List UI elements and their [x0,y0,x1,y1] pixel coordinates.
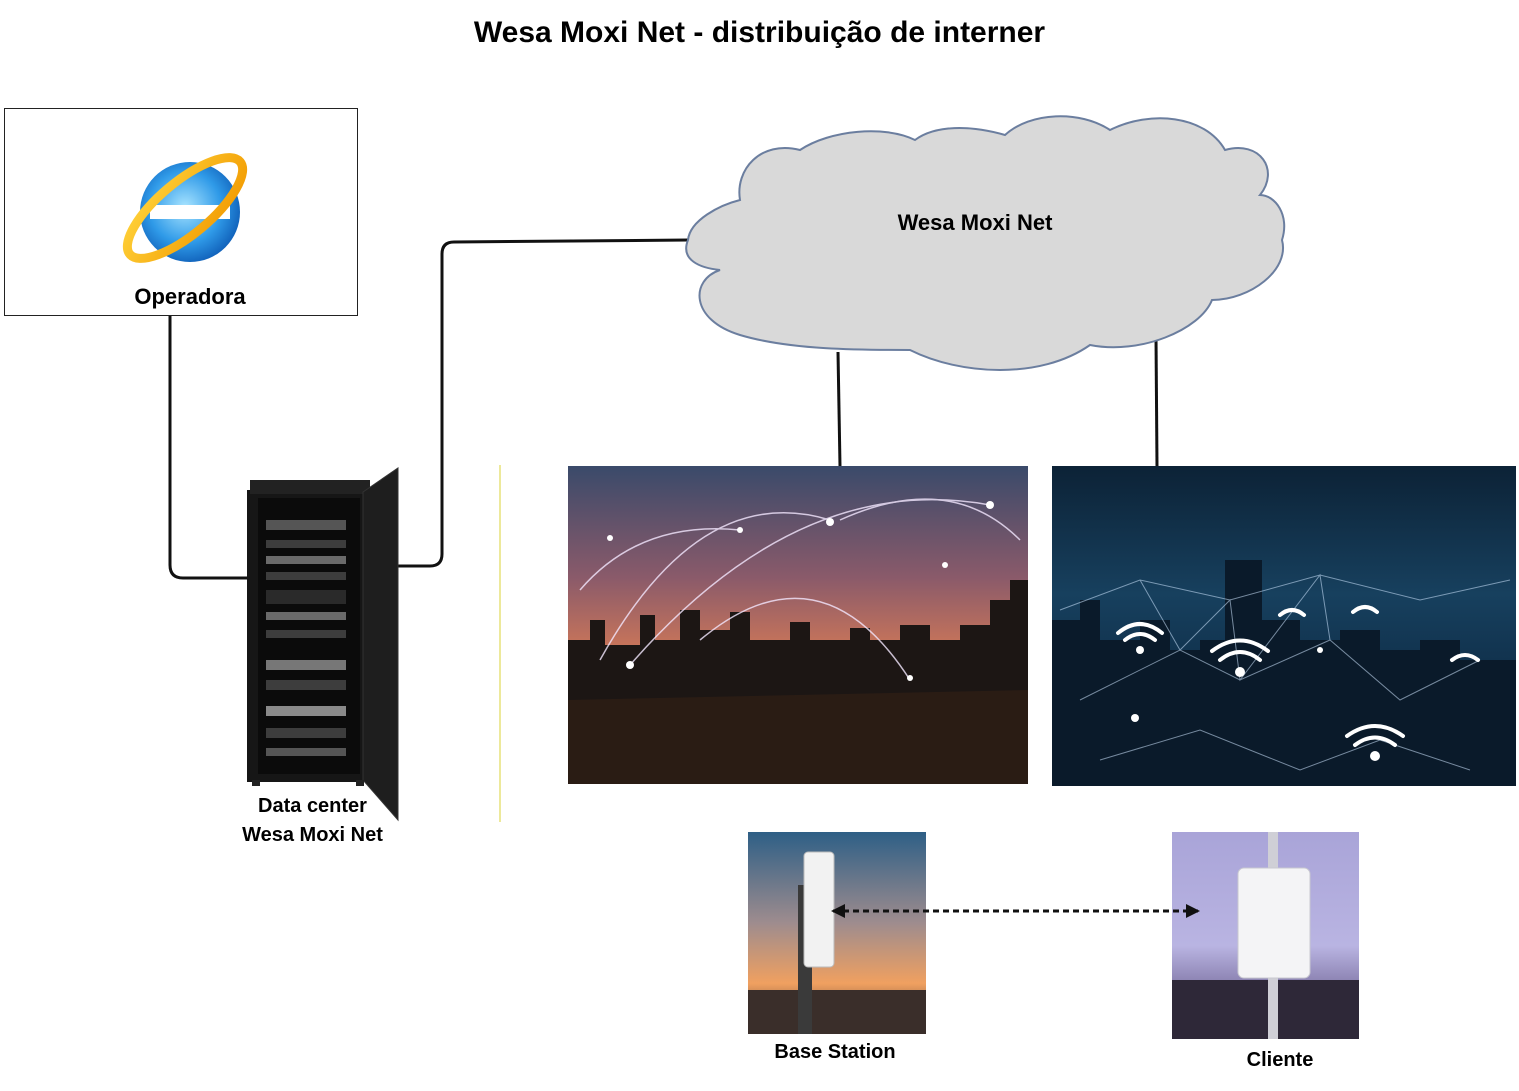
city-wifi-night-photo [1052,466,1516,786]
link-cloud-city-sunset [836,351,842,467]
link-cloud-city-wifi [1154,336,1159,467]
link-datacenter-cloud [398,238,689,568]
browser-globe-icon [122,153,248,263]
datacenter-label-line2: Wesa Moxi Net [242,824,383,846]
cloud-icon [685,115,1286,371]
datacenter-label-line1: Data center [258,795,367,817]
cloud-label: Wesa Moxi Net [897,210,1053,235]
page-title: Wesa Moxi Net - distribuição de interner [473,16,1046,49]
datacenter-label: Data center Wesa Moxi Net [200,792,425,850]
city-network-sunset-photo [568,466,1028,784]
cliente-label: Cliente [1246,1049,1314,1071]
server-rack-icon [247,467,399,822]
radio-antenna-icon [1172,832,1359,1039]
radio-antenna-icon [748,832,926,1034]
operadora-label: Operadora [134,284,246,309]
base-station-label: Base Station [774,1041,896,1063]
link-operadora-datacenter [168,316,247,580]
operadora-box [4,108,358,316]
